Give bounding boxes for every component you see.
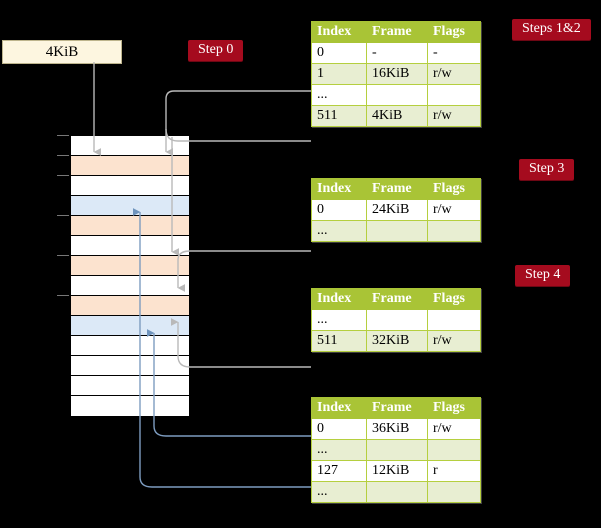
column-header-index: Index — [311, 397, 367, 419]
cell-index: 0 — [311, 42, 367, 64]
physical-memory-column — [70, 135, 190, 416]
cell-flags: r/w — [427, 418, 481, 440]
badge-step-0: Step 0 — [188, 40, 244, 61]
table-row[interactable]: 0-- — [311, 42, 481, 64]
column-header-flags: Flags — [427, 397, 481, 419]
column-header-frame: Frame — [366, 288, 428, 310]
memory-frame-row — [71, 356, 189, 376]
cell-index: 127 — [311, 460, 367, 482]
memory-frame-row — [71, 396, 189, 416]
wire-steps12-top — [165, 90, 311, 142]
cell-flags: - — [427, 42, 481, 64]
memory-frame-row — [71, 256, 189, 276]
cell-flags — [427, 481, 481, 503]
memory-frame-row — [71, 376, 189, 396]
cell-index: ... — [311, 220, 367, 242]
cell-flags — [427, 309, 481, 331]
memory-frame-row — [71, 176, 189, 196]
cell-frame: 24KiB — [366, 199, 428, 221]
cell-flags: r — [427, 460, 481, 482]
cell-flags — [427, 84, 481, 106]
memory-frame-row — [71, 216, 189, 236]
cell-frame — [366, 439, 428, 461]
cell-frame: 12KiB — [366, 460, 428, 482]
column-header-index: Index — [311, 21, 367, 43]
cell-flags — [427, 439, 481, 461]
memory-frame-row — [71, 236, 189, 256]
badge-step-4: Step 4 — [515, 265, 571, 286]
cell-index: 0 — [311, 418, 367, 440]
badge-steps-1-2: Steps 1&2 — [512, 19, 591, 40]
column-header-frame: Frame — [366, 21, 428, 43]
wire-step3 — [177, 250, 311, 292]
cell-frame: 36KiB — [366, 418, 428, 440]
memory-tick — [57, 215, 69, 216]
column-header-flags: Flags — [427, 178, 481, 200]
memory-frame-row — [71, 196, 189, 216]
cell-index: 511 — [311, 105, 367, 127]
column-header-frame: Frame — [366, 178, 428, 200]
column-header-index: Index — [311, 288, 367, 310]
column-header-flags: Flags — [427, 21, 481, 43]
cell-flags: r/w — [427, 105, 481, 127]
memory-frame-row — [71, 136, 189, 156]
cell-flags: r/w — [427, 63, 481, 85]
table-row[interactable]: ... — [311, 220, 481, 242]
memory-frame-row — [71, 296, 189, 316]
wire-step4 — [171, 318, 311, 368]
cell-frame — [366, 481, 428, 503]
cell-frame: 4KiB — [366, 105, 428, 127]
cell-frame — [366, 220, 428, 242]
cell-frame — [366, 309, 428, 331]
column-header-frame: Frame — [366, 397, 428, 419]
cell-index: 511 — [311, 330, 367, 352]
cell-index: 1 — [311, 63, 367, 85]
cell-index: ... — [311, 309, 367, 331]
memory-frame-row — [71, 336, 189, 356]
memory-tick — [57, 255, 69, 256]
memory-tick — [57, 155, 69, 156]
cell-flags: r/w — [427, 199, 481, 221]
memory-frame-row — [71, 276, 189, 296]
cell-frame: - — [366, 42, 428, 64]
cell-frame — [366, 84, 428, 106]
cell-index: ... — [311, 84, 367, 106]
badge-step-3: Step 3 — [519, 159, 575, 180]
cell-flags — [427, 220, 481, 242]
memory-tick — [57, 175, 69, 176]
table-row[interactable]: ... — [311, 439, 481, 461]
memory-frame-row — [71, 156, 189, 176]
column-header-flags: Flags — [427, 288, 481, 310]
memory-tick — [57, 135, 69, 136]
table-row[interactable]: ... — [311, 481, 481, 503]
cell-index: ... — [311, 439, 367, 461]
cell-frame: 32KiB — [366, 330, 428, 352]
virtual-address-box: 4KiB — [2, 40, 122, 64]
cell-index: ... — [311, 481, 367, 503]
memory-frame-row — [71, 316, 189, 336]
column-header-index: Index — [311, 178, 367, 200]
cell-flags: r/w — [427, 330, 481, 352]
virtual-address-label: 4KiB — [45, 44, 79, 60]
cell-frame: 16KiB — [366, 63, 428, 85]
cell-index: 0 — [311, 199, 367, 221]
table-row[interactable]: ... — [311, 309, 481, 331]
memory-tick — [57, 295, 69, 296]
table-row[interactable]: ... — [311, 84, 481, 106]
